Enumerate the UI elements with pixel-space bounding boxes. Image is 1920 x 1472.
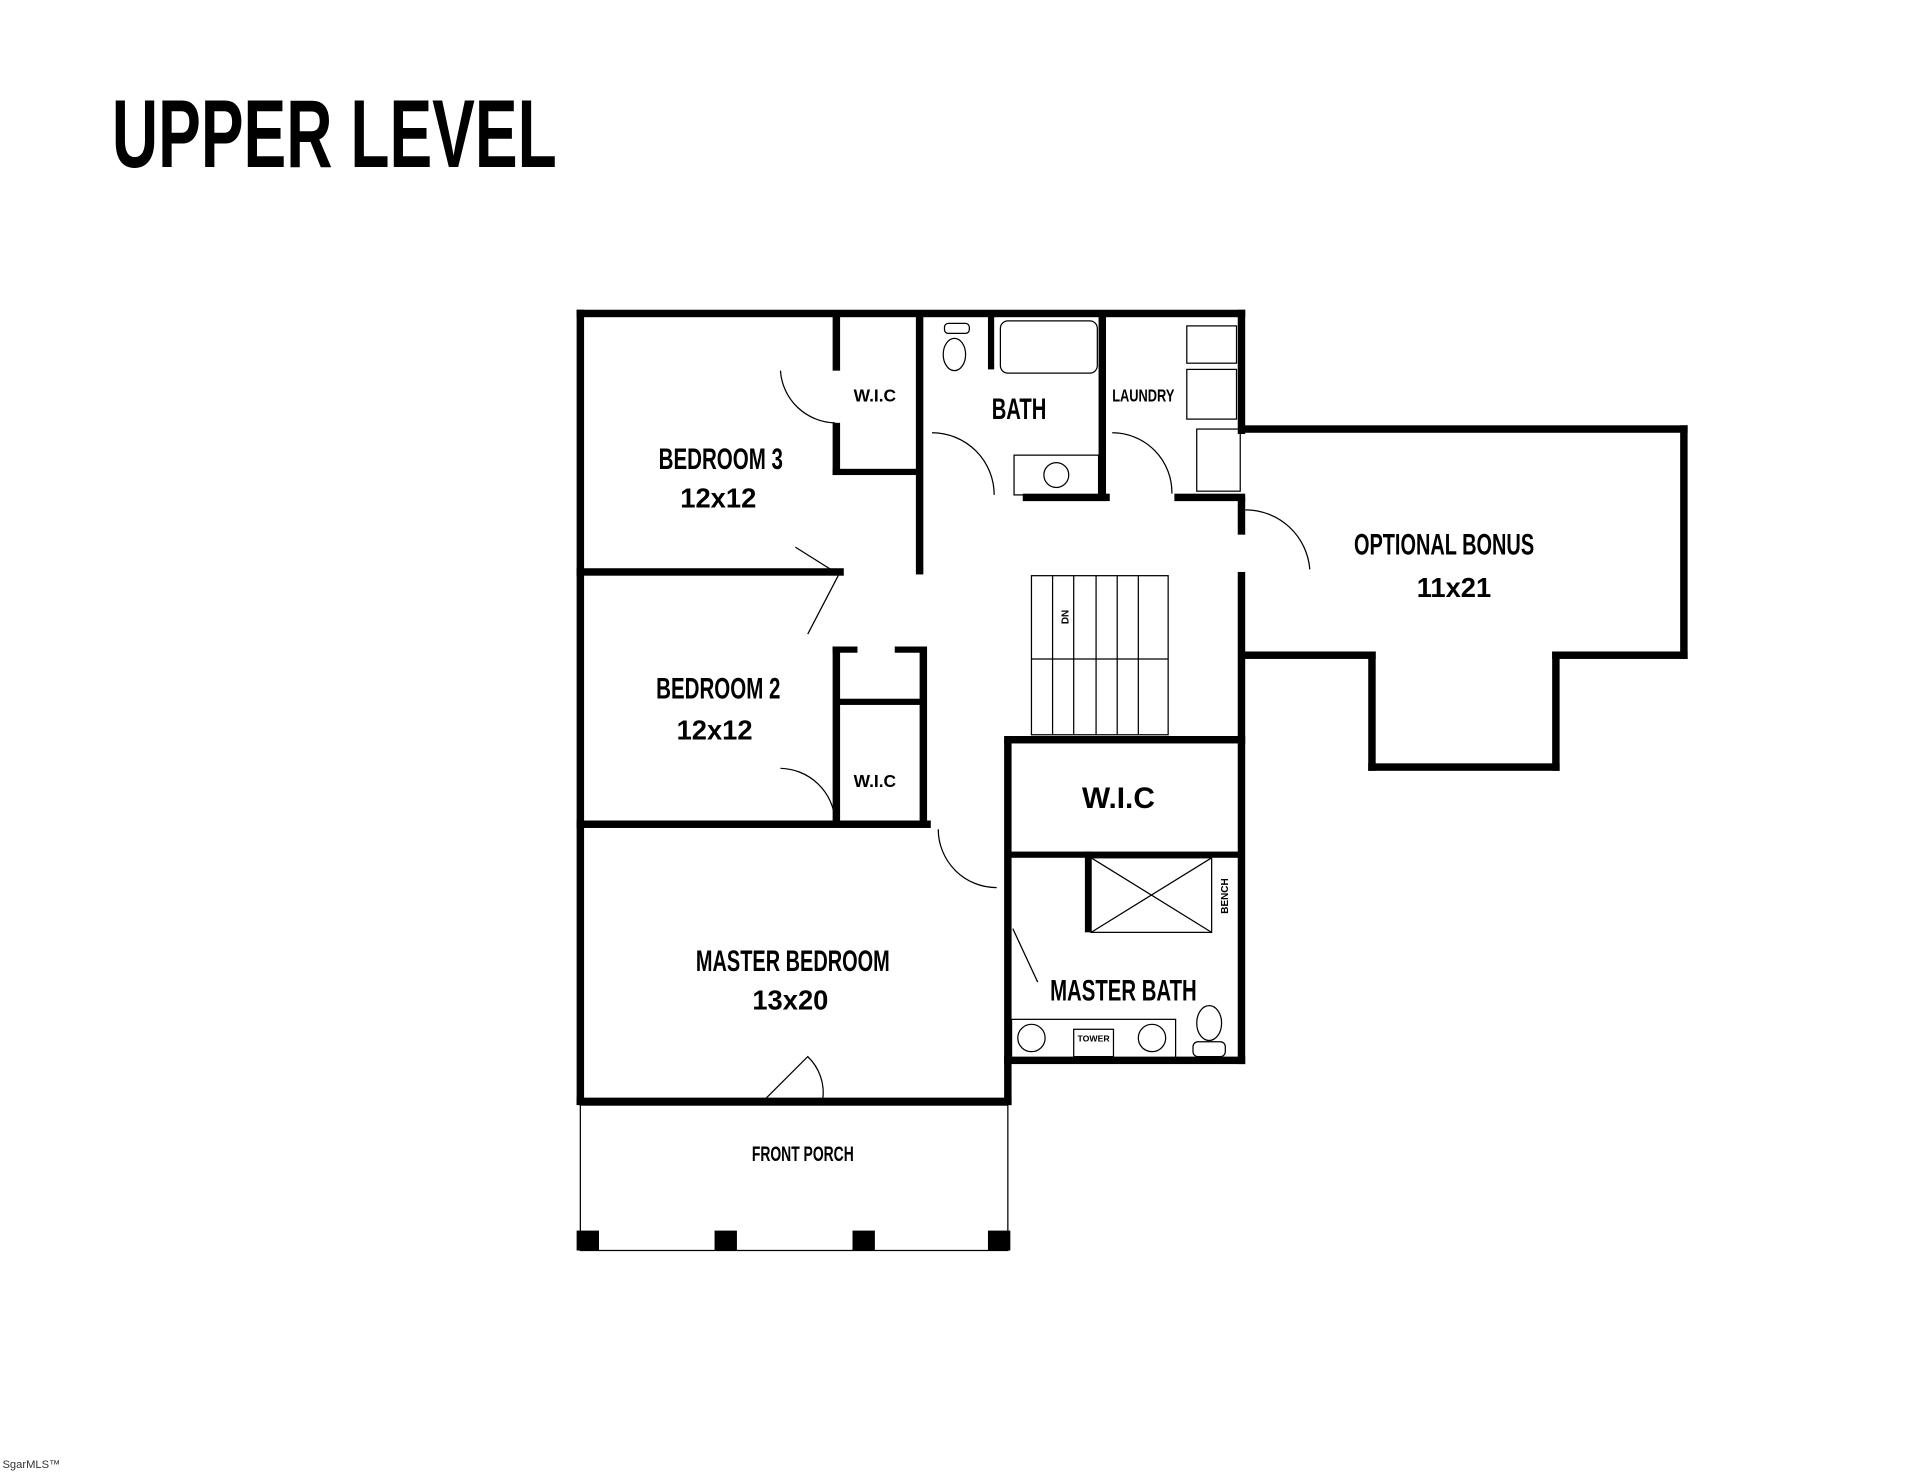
walls <box>576 309 1688 1252</box>
bath-label: BATH <box>992 393 1047 426</box>
laundry-label: LAUNDRY <box>1112 386 1174 406</box>
master-wic-label: W.I.C <box>1082 782 1155 815</box>
bench-label: BENCH <box>1220 878 1231 913</box>
bedroom3-size: 12x12 <box>680 482 756 513</box>
page-title: UPPER LEVEL <box>112 79 557 188</box>
stairs-down-label: DN <box>1061 610 1072 624</box>
watermark-logo: SgarMLS™ <box>2 1459 60 1471</box>
bedroom3-label: BEDROOM 3 <box>659 443 783 476</box>
room-labels: BEDROOM 3 12x12 W.I.C BATH LAUNDRY OPTIO… <box>656 386 1534 1166</box>
master-bedroom-size: 13x20 <box>752 984 828 1015</box>
fixtures <box>763 320 1311 1101</box>
bonus-size: 11x21 <box>1417 572 1492 603</box>
front-porch-label: FRONT PORCH <box>752 1143 854 1166</box>
master-bath-label: MASTER BATH <box>1050 975 1197 1008</box>
bedroom2-label: BEDROOM 2 <box>656 673 780 706</box>
bonus-label: OPTIONAL BONUS <box>1354 529 1534 562</box>
tower-label: TOWER <box>1077 1034 1110 1044</box>
bedroom2-size: 12x12 <box>677 715 753 746</box>
bedroom3-wic-label: W.I.C <box>854 386 897 406</box>
bedroom2-wic-label: W.I.C <box>854 771 897 791</box>
master-bedroom-label: MASTER BEDROOM <box>696 945 890 978</box>
